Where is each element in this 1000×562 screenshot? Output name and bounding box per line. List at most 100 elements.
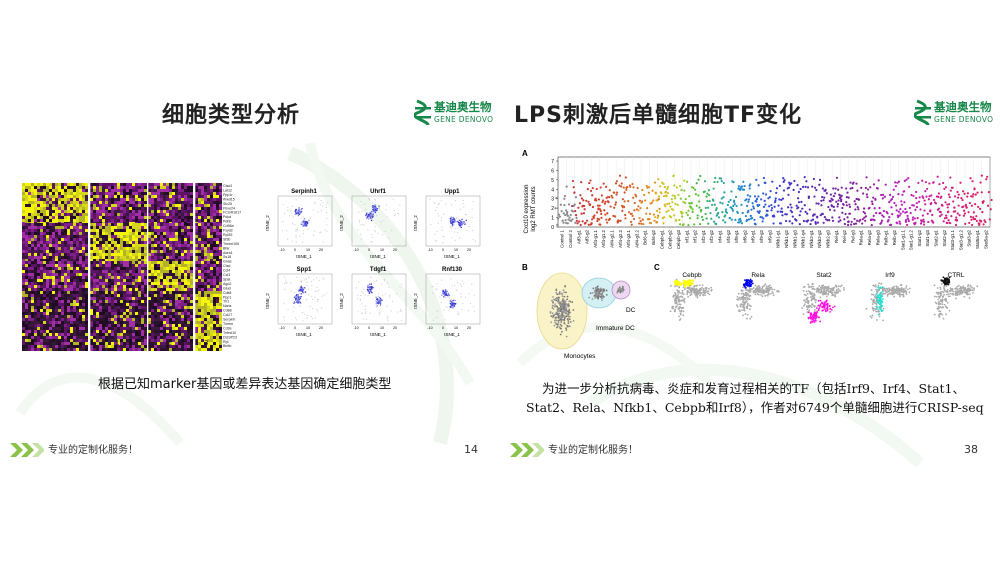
gene-label: Tnfrsf10: [223, 331, 236, 335]
tsne-panel-title: Serpinh1: [291, 189, 317, 195]
panel-a-ytick: 7: [551, 159, 554, 165]
logo-text-cn: 基迪奥生物: [434, 100, 492, 114]
tsne-tick: 0: [442, 248, 444, 252]
guide-label: Atf3-g1: [576, 229, 581, 244]
tf-map-irf9: Irf9: [865, 272, 911, 322]
gene-label: Serpinh: [223, 318, 235, 322]
footer-slogan: 专业的定制化服务！: [48, 445, 138, 456]
tsne-tick: 0: [294, 248, 296, 252]
tsne-tick: 10: [306, 248, 310, 252]
gene-label: Fbxo24: [223, 206, 235, 210]
tsne-panel-title: Upp1: [445, 189, 461, 195]
guide-label: Stat2-g1: [934, 229, 939, 246]
tsne-tick: 20: [393, 248, 397, 252]
panel-a-ytick: 0: [551, 225, 554, 231]
panel-b-cluster-map: B Monocytes Immature DC DC: [522, 263, 636, 360]
tsne-tick: -10: [279, 248, 284, 252]
tsne-xlabel: tSNE_1: [370, 254, 386, 259]
guide-label: Nfkb1-g1: [776, 229, 781, 247]
panel-c-label: C: [654, 263, 660, 272]
gene-label: Tmem106: [223, 242, 239, 246]
guide-label: Rel-g1: [834, 229, 839, 242]
tsne-panel-title: Spp1: [297, 267, 312, 273]
tsne-ylabel: tSNE_2: [413, 293, 418, 309]
heatmap-cells: [22, 183, 222, 351]
tsne-tick: -10: [279, 326, 284, 330]
gene-label: Spat: [223, 277, 230, 281]
panel-a-ytick: 5: [551, 178, 554, 184]
tsne-tick: -10: [427, 248, 432, 252]
tsne-tick: 0: [368, 248, 370, 252]
guide-label: Irf9-g2: [759, 229, 764, 242]
gene-label: Rpl: [223, 340, 229, 344]
tf-map-stat2: Stat2: [801, 272, 845, 324]
guide-label: Irf4-g1: [718, 229, 723, 242]
page-number: 38: [964, 443, 978, 456]
tf-map-title: Irf9: [885, 272, 895, 279]
gene-label: Tmem: [223, 322, 233, 326]
page-title: 细胞类型分析: [162, 103, 301, 128]
gene-label: Ago2: [223, 282, 231, 286]
guide-label: Nfkb2-g2: [817, 229, 822, 247]
tsne-tick: -10: [427, 326, 432, 330]
panel-a-ytick: 1: [551, 216, 554, 222]
gene-label: Nans: [223, 304, 232, 308]
guide-label: Bcl6-g2: [651, 229, 656, 244]
tsne-tick: -10: [353, 326, 358, 330]
panel-b-label: B: [522, 263, 528, 272]
cluster-label: 2: [167, 339, 172, 347]
tf-map-title: Stat2: [816, 272, 832, 279]
guide-label: Nfkb1-g3: [792, 229, 797, 247]
logo-text-en: GENE DENOVO: [934, 115, 994, 124]
guide-label: Atf4-g3.1: [626, 229, 631, 247]
guide-label: Rela-g3: [875, 229, 880, 245]
guide-label: Irf4-g2: [726, 229, 731, 242]
tsne-tick: 20: [467, 326, 471, 330]
tsne-xlabel: tSNE_1: [296, 254, 312, 259]
tsne-tick: -10: [353, 248, 358, 252]
gene-label: Pdhb: [223, 220, 231, 224]
guide-label: Rela-g1: [859, 229, 864, 245]
guide-label: Irf2-g2: [709, 229, 714, 242]
guide-label: Stat1-g3: [925, 229, 930, 246]
guide-label: Atf4-g3.2: [634, 229, 639, 247]
guide-label: Atf3-g2: [585, 229, 590, 244]
tsne-ylabel: tSNE_2: [265, 293, 270, 309]
guide-label: Stat3-g2: [967, 229, 972, 246]
logo-mark-icon: [414, 99, 431, 126]
panel-a-label: A: [522, 149, 528, 158]
guide-label: Stat5a-g1: [975, 229, 980, 249]
guide-label: Irf1-g2: [693, 229, 698, 242]
guide-label: Bcl6-g1: [643, 229, 648, 244]
gene-label: Ccl27: [223, 313, 232, 317]
guide-label: Irf8-g1: [734, 229, 739, 242]
guide-label: Atf4-g2.1: [610, 229, 615, 247]
tsne-tick: 0: [294, 326, 296, 330]
dna-watermark: [516, 321, 924, 468]
logo-text-cn: 基迪奥生物: [934, 100, 992, 114]
guide-label: Irf2-g1: [701, 229, 706, 242]
tf-map-title: CTRL: [948, 272, 965, 279]
cluster-label: 1: [115, 339, 120, 347]
gene-label: Bfar: [223, 246, 230, 250]
logo-text-en: GENE DENOVO: [434, 115, 494, 124]
gene-label: Ctsd: [223, 264, 230, 268]
cluster-label: 3: [204, 339, 209, 347]
gene-label: FCGR1617: [223, 211, 241, 215]
tsne-xlabel: tSNE_1: [444, 254, 460, 259]
gene-label: Slc25: [223, 202, 232, 206]
guide-label: Atf4-g1.1: [593, 229, 598, 247]
guide-label: Stat1-g2: [917, 229, 922, 246]
tsne-ylabel: tSNE_2: [339, 215, 344, 231]
tsne-tick: 20: [467, 248, 471, 252]
cluster-label-monocytes: Monocytes: [564, 353, 596, 360]
tsne-tick: 20: [319, 326, 323, 330]
panel-a-points: [554, 174, 993, 227]
